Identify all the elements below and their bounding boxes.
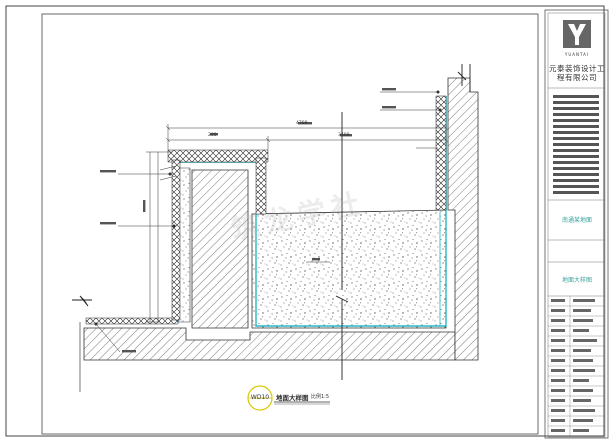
logo-latin-text: YUANTAI [564, 52, 590, 57]
leader-lines [94, 90, 442, 353]
tile-layer-riser [171, 159, 181, 321]
ground-slab [83, 327, 456, 361]
outer-border [5, 5, 605, 437]
title-block [544, 9, 609, 439]
break-line-vertical [335, 112, 349, 380]
sign-off-table [548, 296, 605, 437]
tile-layer-wall [435, 95, 447, 211]
drawing-frame [41, 13, 539, 435]
raised-step-core [191, 169, 249, 329]
right-wall [447, 77, 479, 361]
dim-segment-a: 200 [208, 133, 217, 138]
waterproof-membrane-right [255, 96, 447, 327]
info-rows [553, 95, 599, 194]
dim-segment-b: 3400 [338, 133, 350, 138]
dim-overall: 4700 [296, 121, 308, 126]
annotation-marks [100, 88, 396, 353]
drawing-name: 地面大样图 [561, 277, 592, 284]
company-name: 元泰装饰设计工程有限公司 [549, 64, 605, 82]
tile-layer-inner [255, 157, 267, 215]
dimension-lines [146, 124, 449, 323]
project-name: 南通某地面 [561, 217, 592, 224]
detail-scale: 比例1:5 [311, 394, 330, 400]
logo-icon [563, 20, 591, 48]
detail-tag-number: WD10 [250, 394, 270, 401]
tile-layer-top [167, 149, 269, 163]
break-line-top [457, 64, 467, 86]
sign-off-text [551, 299, 597, 432]
detail-title: 地面大样图 [276, 394, 309, 402]
tile-layer-floor [85, 317, 179, 325]
detail-tag [247, 385, 330, 411]
break-line-left [72, 295, 92, 307]
section-detail [72, 64, 479, 411]
concrete-infill [251, 209, 447, 329]
